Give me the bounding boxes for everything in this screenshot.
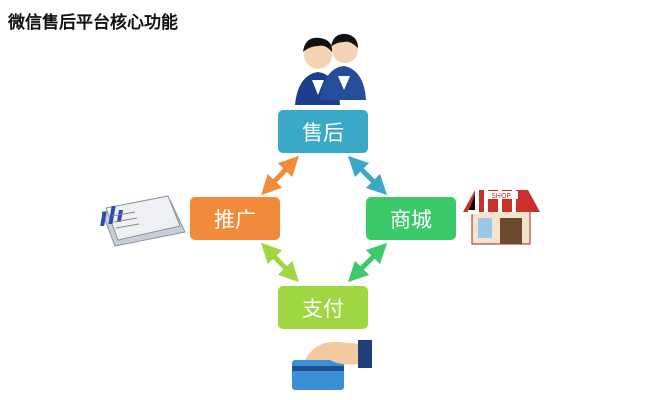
newspaper-icon bbox=[100, 195, 186, 247]
node-after-sales: 售后 bbox=[278, 110, 368, 153]
shop-sign-text: SHOP bbox=[491, 192, 510, 200]
arrow-mall-payment bbox=[347, 242, 388, 283]
node-promotion: 推广 bbox=[190, 197, 280, 240]
node-mall: 商城 bbox=[366, 197, 456, 240]
page-title: 微信售后平台核心功能 bbox=[8, 13, 178, 33]
shop-icon: SHOP bbox=[463, 190, 540, 245]
arrow-aftersales-mall bbox=[347, 155, 388, 196]
customer-service-icon bbox=[295, 33, 366, 105]
arrow-promotion-aftersales bbox=[261, 155, 299, 196]
arrow-promotion-payment bbox=[261, 242, 299, 283]
payment-card-icon bbox=[292, 340, 372, 390]
node-payment: 支付 bbox=[278, 286, 368, 329]
